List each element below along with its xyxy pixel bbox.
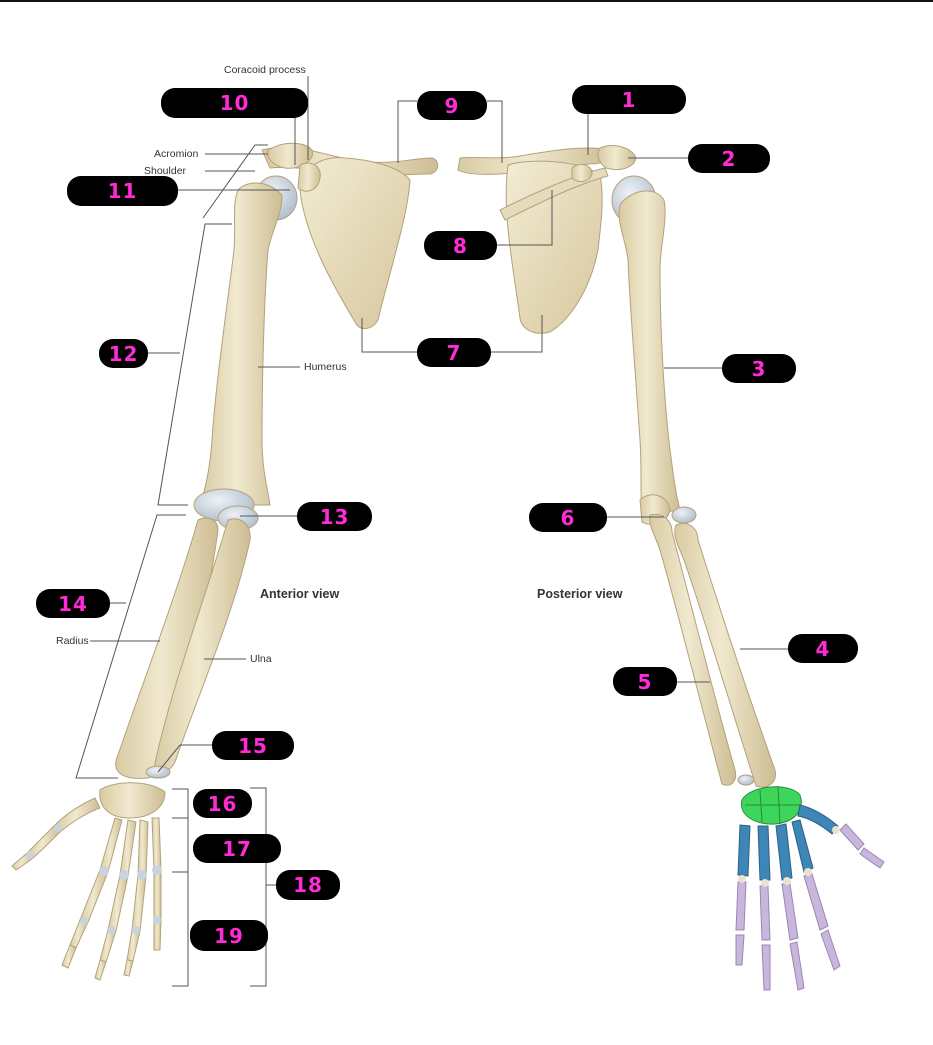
marker-6[interactable]: 6: [529, 503, 607, 532]
marker-15[interactable]: 15: [212, 731, 294, 760]
marker-17[interactable]: 17: [193, 834, 281, 863]
marker-3[interactable]: 3: [722, 354, 796, 383]
marker-15-text: 15: [238, 733, 268, 758]
marker-7-text: 7: [446, 340, 462, 365]
marker-4[interactable]: 4: [788, 634, 858, 663]
marker-11-text: 11: [107, 179, 138, 203]
marker-18[interactable]: 18: [276, 870, 340, 900]
posterior-humerus: [618, 190, 681, 516]
posterior-arm: [457, 145, 885, 991]
marker-12[interactable]: 12: [99, 339, 148, 368]
anterior-arm: [11, 142, 439, 981]
marker-3-text: 3: [751, 356, 767, 381]
leader-lines: [75, 76, 788, 987]
posterior-view-label: Posterior view: [537, 587, 623, 601]
top-border: [0, 0, 933, 2]
marker-5[interactable]: 5: [613, 667, 677, 696]
marker-8[interactable]: 8: [424, 231, 497, 260]
anterior-coracoid: [297, 162, 321, 192]
marker-5-text: 5: [637, 669, 653, 694]
marker-10[interactable]: 10: [161, 88, 308, 118]
posterior-phalanges: [735, 823, 885, 991]
marker-8-text: 8: [453, 233, 468, 258]
marker-10-text: 10: [219, 91, 250, 115]
anterior-view-label: Anterior view: [260, 587, 340, 601]
posterior-radius: [674, 523, 777, 788]
anterior-scapula: [299, 157, 411, 329]
marker-2[interactable]: 2: [688, 144, 770, 173]
marker-16[interactable]: 16: [193, 789, 252, 818]
marker-9[interactable]: 9: [417, 91, 487, 120]
marker-2-text: 2: [721, 146, 737, 171]
ulna-label: Ulna: [250, 653, 272, 665]
humerus-label: Humerus: [304, 361, 347, 373]
marker-14[interactable]: 14: [36, 589, 110, 618]
marker-13[interactable]: 13: [297, 502, 372, 531]
coracoid-process-label: Coracoid process: [224, 64, 306, 76]
anterior-hand: [11, 782, 166, 981]
marker-12-text: 12: [108, 341, 139, 366]
marker-4-text: 4: [815, 636, 831, 661]
radius-label: Radius: [56, 635, 89, 647]
marker-16-text: 16: [207, 791, 238, 816]
shoulder-label: Shoulder: [144, 165, 187, 177]
posterior-acromion: [597, 145, 637, 171]
marker-17-text: 17: [222, 836, 252, 861]
marker-6-text: 6: [560, 505, 576, 530]
marker-19-text: 19: [214, 923, 244, 948]
marker-18-text: 18: [293, 873, 323, 897]
marker-13-text: 13: [319, 504, 350, 529]
anterior-ulna: [153, 518, 251, 773]
posterior-ulna: [649, 513, 737, 786]
acromion-label: Acromion: [154, 148, 199, 160]
anterior-humerus: [199, 182, 283, 506]
marker-1[interactable]: 1: [572, 85, 686, 114]
marker-1-text: 1: [621, 87, 637, 112]
marker-9-text: 9: [444, 93, 460, 118]
marker-7[interactable]: 7: [417, 338, 491, 367]
anterior-carpals: [99, 782, 166, 819]
marker-11[interactable]: 11: [67, 176, 178, 206]
marker-14-text: 14: [58, 591, 88, 616]
marker-19[interactable]: 19: [190, 920, 268, 951]
posterior-metacarpals: [737, 804, 839, 881]
